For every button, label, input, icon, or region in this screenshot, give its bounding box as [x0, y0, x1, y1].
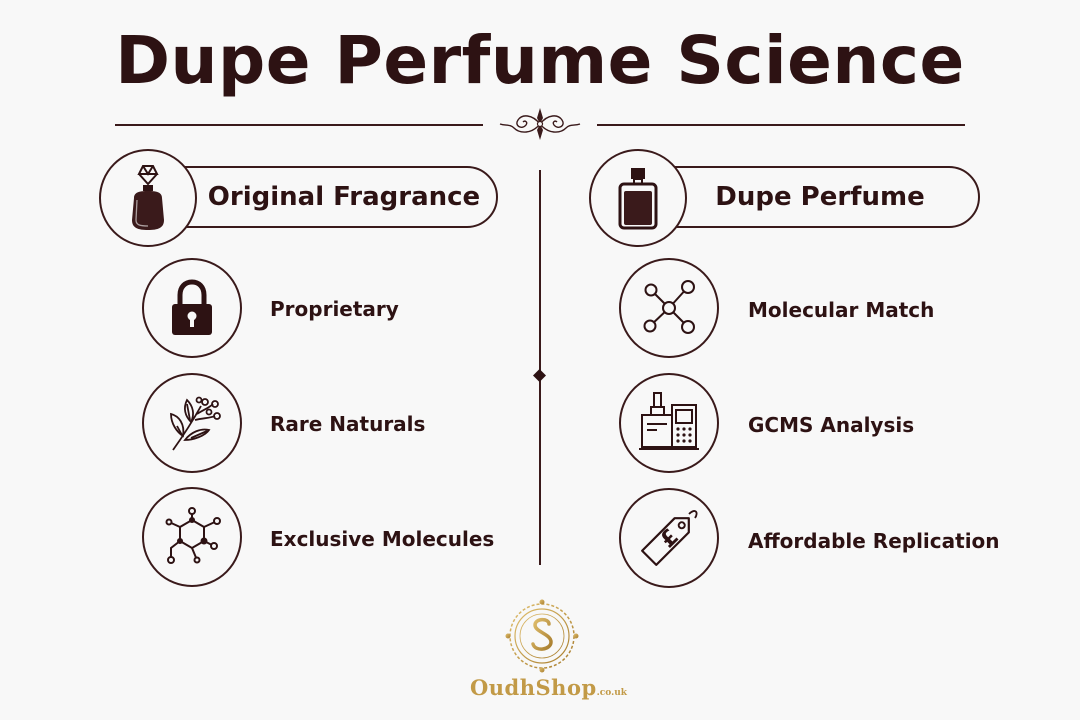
- original-perfume-bottle-circle: [99, 149, 197, 247]
- dupe-perfume-bottle-circle: [589, 149, 687, 247]
- botanical-sprig-icon: [170, 396, 221, 451]
- oudhshop-wordmark: OudhShop.co.uk: [470, 675, 627, 700]
- exclusive-molecules-icon-circle: [142, 487, 242, 587]
- exclusive-molecules-label: Exclusive Molecules: [270, 527, 495, 551]
- page-title: Dupe Perfume Science: [115, 22, 965, 99]
- original-fragrance-header: Original Fragrance: [150, 166, 498, 228]
- affordable-replication-label: Affordable Replication: [748, 529, 1000, 553]
- perfume-bottle-icon: [132, 165, 164, 230]
- molecular-network-icon: [643, 280, 695, 334]
- molecule-ring-icon: [165, 507, 221, 564]
- affordable-replication-icon-circle: £: [619, 488, 719, 588]
- original-fragrance-heading: Original Fragrance: [207, 182, 481, 212]
- svg-text:£: £: [656, 525, 685, 554]
- column-divider: [539, 170, 541, 565]
- gcms-machine-icon: [639, 392, 699, 450]
- proprietary-icon-circle: [142, 258, 242, 358]
- rare-naturals-icon-circle: [142, 373, 242, 473]
- oudhshop-brand-name: OudhShop: [470, 675, 597, 700]
- molecular-match-label: Molecular Match: [748, 298, 935, 322]
- oudhshop-logo-icon: [505, 599, 579, 673]
- molecular-match-icon-circle: [619, 258, 719, 358]
- proprietary-label: Proprietary: [270, 297, 399, 321]
- rare-naturals-label: Rare Naturals: [270, 412, 426, 436]
- divider-diamond-icon: [533, 369, 546, 382]
- pound-price-tag-icon: £: [641, 510, 698, 566]
- dupe-perfume-heading: Dupe Perfume: [715, 182, 925, 212]
- gcms-analysis-label: GCMS Analysis: [748, 413, 915, 437]
- padlock-icon: [172, 279, 212, 335]
- gcms-analysis-icon-circle: [619, 373, 719, 473]
- oudhshop-tld: .co.uk: [596, 688, 628, 698]
- dupe-perfume-header: Dupe Perfume: [640, 166, 980, 228]
- square-perfume-bottle-icon: [618, 168, 658, 230]
- title-rule-left: [115, 124, 483, 126]
- flourish-ornament-icon: [499, 108, 581, 140]
- title-rule-right: [597, 124, 965, 126]
